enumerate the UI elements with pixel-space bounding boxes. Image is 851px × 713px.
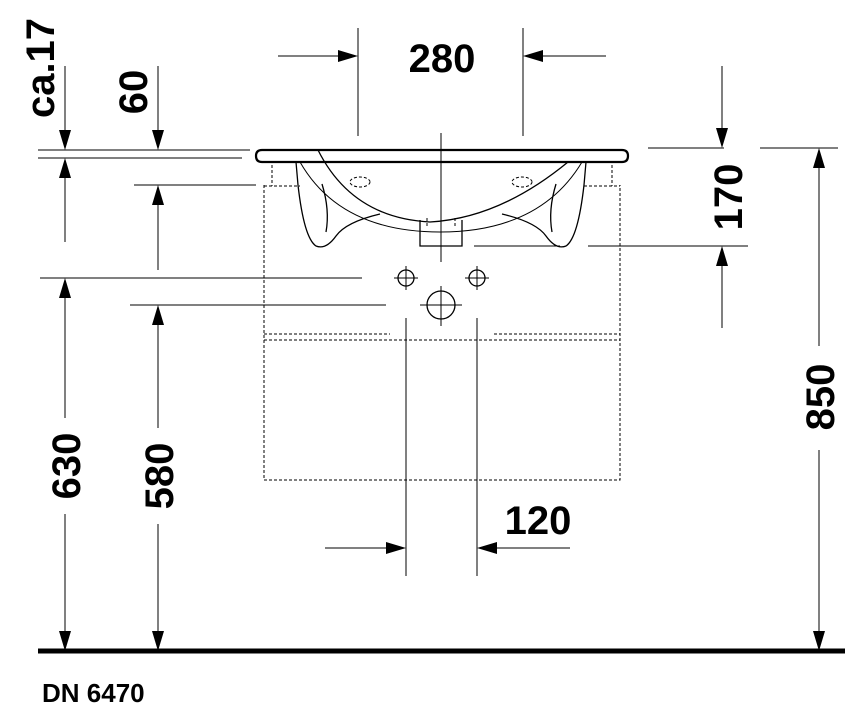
waste-connection xyxy=(420,286,462,326)
dimension-850-label: 850 xyxy=(799,364,843,431)
dimension-580: 580 xyxy=(138,305,182,651)
supply-connections xyxy=(394,266,489,290)
dimension-630-label: 630 xyxy=(45,433,89,500)
dimension-60-label: 60 xyxy=(112,70,156,115)
dimension-630: 630 xyxy=(45,278,89,651)
vanity-unit-outline xyxy=(263,165,621,481)
dimension-60: 60 xyxy=(112,66,164,270)
dimension-170: 170 xyxy=(474,66,751,328)
dimension-ca17: ca.17 xyxy=(19,18,71,242)
dimension-850: 850 xyxy=(760,147,843,651)
left-reference-lines xyxy=(38,149,386,306)
dimension-280: 280 xyxy=(278,28,606,136)
dimension-580-label: 580 xyxy=(138,443,182,510)
dimension-280-label: 280 xyxy=(409,37,476,81)
washbasin xyxy=(254,133,630,262)
dimension-120: 120 xyxy=(325,318,571,576)
product-code: DN 6470 xyxy=(42,678,145,708)
dimension-170-label: 170 xyxy=(707,164,751,231)
dimension-120-label: 120 xyxy=(505,499,572,543)
dimension-ca17-label: ca.17 xyxy=(19,18,63,118)
